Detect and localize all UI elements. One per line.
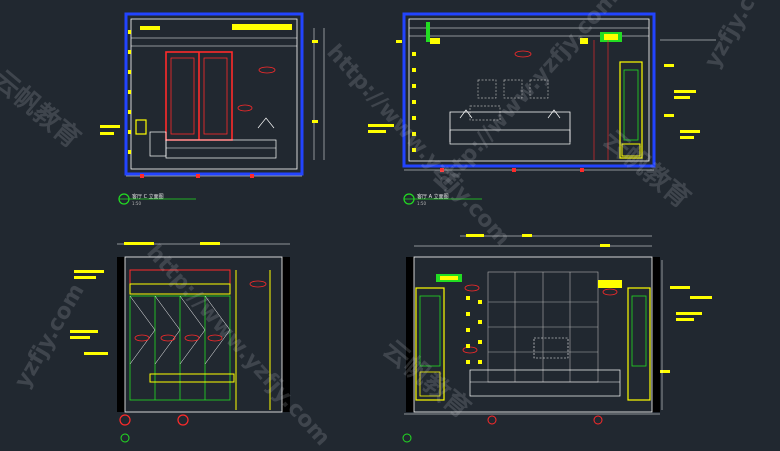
caption-marker-left <box>118 193 196 205</box>
caption-right: 客厅 A 立面图 1:50 <box>417 193 449 206</box>
elevation-top-right <box>368 12 716 172</box>
caption-left: 客厅 C 立面图 1:50 <box>132 193 164 206</box>
caption-right-title: 客厅 A 立面图 <box>417 194 449 200</box>
caption-left-title: 客厅 C 立面图 <box>132 194 164 200</box>
caption-left-scale: 1:50 <box>132 201 141 206</box>
caption-marker-right <box>403 193 482 205</box>
elevation-top-left <box>100 12 325 178</box>
caption-right-scale: 1:50 <box>417 201 426 206</box>
elevation-bottom-right <box>402 234 712 443</box>
elevation-bottom-left <box>70 242 290 443</box>
